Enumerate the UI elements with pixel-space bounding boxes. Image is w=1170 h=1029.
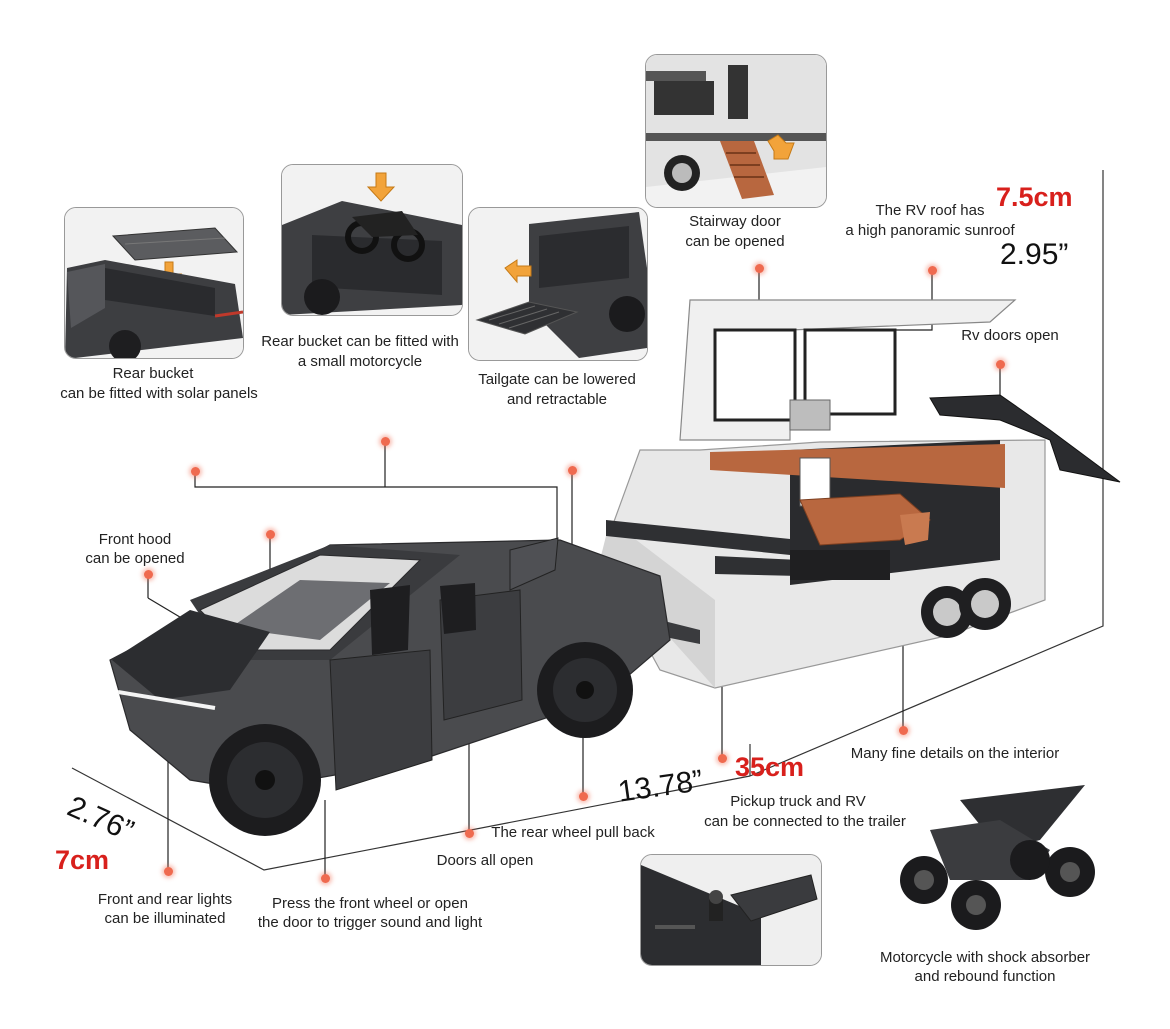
lights-caption-1: Front and rear lights (97, 891, 233, 908)
dimension-lines (71, 170, 1104, 871)
motorcycle-bed-image (282, 165, 462, 315)
doors-caption: Doors all open (436, 852, 534, 869)
dot-front-hood-label (144, 570, 153, 579)
underside-thumbnail (640, 854, 822, 966)
dot-rv-doors (996, 360, 1005, 369)
solar-panel-caption-1: Rear bucket (112, 365, 194, 382)
solar-panel-thumbnail (64, 207, 244, 359)
height-metric: 7.5cm (996, 182, 1073, 212)
dot-doors (465, 829, 474, 838)
dot-lights (164, 867, 173, 876)
stairway-image (646, 55, 826, 207)
dot-hood-top (381, 437, 390, 446)
tailgate-thumbnail (468, 207, 648, 361)
height-imperial: 2.95” (1000, 238, 1069, 271)
rear-wheel-caption: The rear wheel pull back (491, 824, 655, 841)
dot-front-hood (266, 530, 275, 539)
rv-doors-caption: Rv doors open (961, 327, 1059, 344)
rv-trailer (599, 299, 1121, 689)
sunroof-caption-2: a high panoramic sunroof (845, 222, 1015, 239)
underside-image (641, 855, 821, 965)
atv-caption-2: and rebound function (914, 968, 1056, 985)
tailgate-caption-1: Tailgate can be lowered (478, 371, 636, 388)
solar-panel-image (65, 208, 243, 358)
pickup-trailer-caption-1: Pickup truck and RV (730, 793, 866, 810)
tailgate-caption-2: and retractable (506, 391, 608, 408)
stairway-caption-2: can be opened (685, 233, 785, 250)
front-hood-caption-2: can be opened (85, 550, 185, 567)
dot-trailer-hitch (718, 754, 727, 763)
pickup-trailer-caption-2: can be connected to the trailer (704, 813, 906, 830)
motorcycle-bed-thumbnail (281, 164, 463, 316)
solar-panel-caption-2: can be fitted with solar panels (60, 385, 258, 402)
cybertruck (109, 537, 671, 836)
dot-hood-left (191, 467, 200, 476)
width-metric: 7cm (55, 845, 110, 875)
front-hood-caption-1: Front hood (98, 531, 172, 548)
atv-caption-1: Motorcycle with shock absorber (879, 949, 1091, 966)
stairway-thumbnail (645, 54, 827, 208)
interior-caption: Many fine details on the interior (850, 745, 1060, 762)
motorcycle-bed-caption-1: Rear bucket can be fitted with (261, 333, 459, 350)
dot-tailgate (568, 466, 577, 475)
stairway-caption-1: Stairway door (689, 213, 781, 230)
tailgate-image (469, 208, 647, 360)
motorcycle-bed-caption-2: a small motorcycle (297, 353, 423, 370)
length-metric: 35cm (735, 752, 805, 782)
dot-interior (899, 726, 908, 735)
dot-sound (321, 874, 330, 883)
sound-caption-1: Press the front wheel or open (272, 895, 468, 912)
dot-rear-wheel (579, 792, 588, 801)
dot-stairway (755, 264, 764, 273)
sunroof-caption-1: The RV roof has (875, 202, 985, 219)
atv-motorcycle (900, 785, 1095, 930)
lights-caption-2: can be illuminated (104, 910, 226, 927)
dot-sunroof (928, 266, 937, 275)
sound-caption-2: the door to trigger sound and light (257, 914, 483, 931)
